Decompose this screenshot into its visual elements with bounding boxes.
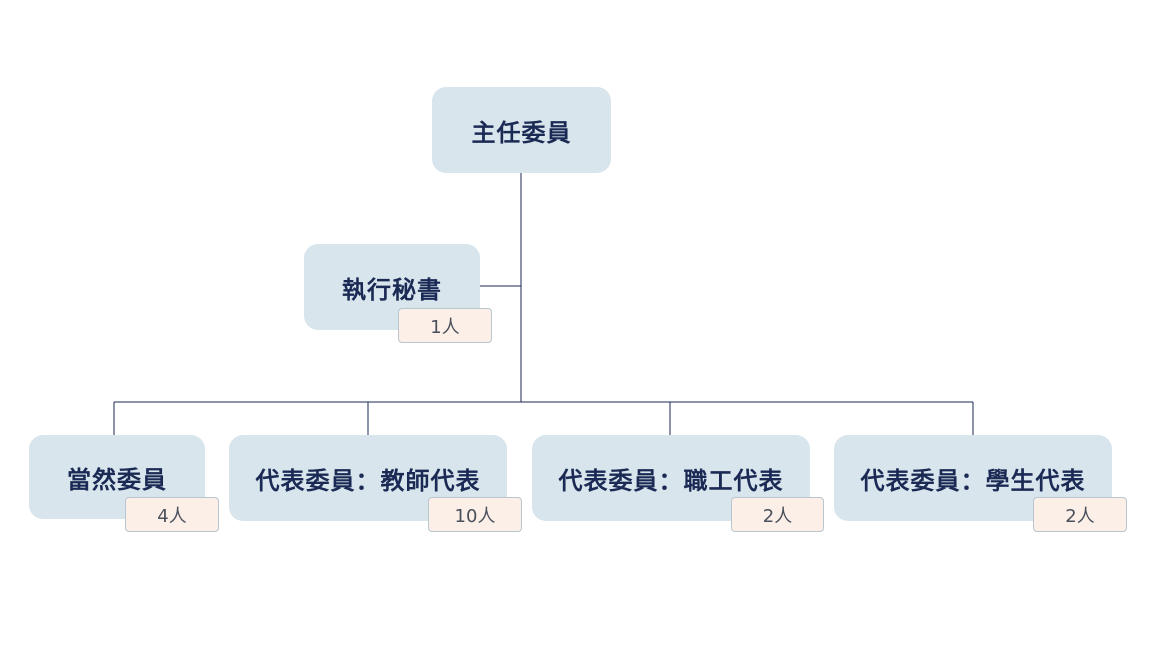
secretary-node-label: 執行秘書 (342, 275, 442, 304)
member-count-badge: 10人 (428, 497, 522, 532)
member-node-label: 代表委員：職工代表 (558, 466, 784, 495)
member-node-label: 代表委員：教師代表 (255, 466, 481, 495)
member-count-badge: 2人 (1033, 497, 1127, 532)
head-node-label: 主任委員 (471, 118, 572, 147)
member-node-label: 當然委員 (67, 465, 167, 494)
member-node-staff: 代表委員：職工代表 (532, 435, 810, 521)
head-node: 主任委員 (432, 87, 611, 173)
member-count-badge: 2人 (731, 497, 824, 532)
secretary-count-badge: 1人 (398, 308, 492, 343)
member-node-label: 代表委員：學生代表 (860, 466, 1086, 495)
member-node-ex-officio: 當然委員 (29, 435, 205, 519)
member-count-badge: 4人 (125, 497, 219, 532)
